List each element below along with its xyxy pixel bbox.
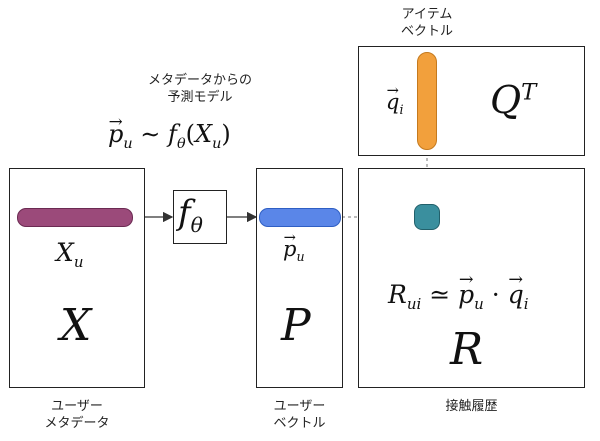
item-vector-matrix-label: QT: [490, 78, 537, 122]
user-metadata-caption: ユーザー メタデータ: [44, 399, 110, 431]
interaction-equation: Rui ≃ pu · qi: [388, 270, 529, 313]
item-vector-label: qi: [386, 82, 403, 117]
item-vector-bar: [417, 52, 437, 150]
interaction-caption: 接触履歴: [445, 399, 498, 414]
item-vector-caption: アイテム ベクトル: [400, 7, 453, 39]
user-metadata-matrix-box: [9, 168, 145, 388]
user-metadata-matrix-label: X: [60, 300, 92, 351]
user-metadata-vector-label: Xu: [56, 238, 84, 271]
prediction-model-caption: メタデータからの 予測モデル: [147, 73, 252, 105]
prediction-model-symbol: fθ: [178, 193, 203, 237]
user-vector-matrix-box: [256, 168, 343, 388]
user-vector-bar: [259, 208, 341, 227]
prediction-model-box: [173, 190, 227, 244]
prediction-equation: pu ∼ fθ(Xu): [108, 111, 231, 152]
user-metadata-vector-bar: [17, 208, 133, 227]
user-vector-matrix-label: P: [281, 300, 311, 351]
interaction-matrix-label: R: [450, 324, 484, 375]
user-vector-label: pu: [283, 229, 305, 264]
user-vector-caption: ユーザー ベクトル: [273, 399, 326, 431]
interaction-dot: [414, 204, 440, 230]
